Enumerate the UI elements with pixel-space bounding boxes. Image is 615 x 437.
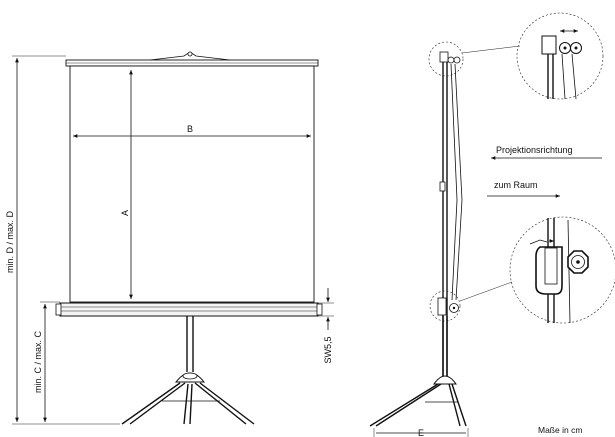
crank-detail-zoom — [509, 216, 615, 324]
dim-b-label: B — [187, 124, 193, 134]
bottom-case — [59, 302, 319, 317]
dim-c-label: min. C / max. C — [33, 331, 43, 394]
units-note: Maße in cm — [538, 425, 582, 435]
front-tripod — [121, 316, 255, 425]
dim-d-label: min. D / max. D — [5, 211, 15, 274]
to-room-label: zum Raum — [494, 180, 538, 190]
crank-detail-content — [529, 218, 589, 324]
screen-surface — [69, 65, 315, 303]
dim-a-label: A — [120, 210, 130, 216]
top-detail-marker — [428, 41, 464, 77]
side-tripod — [369, 316, 467, 427]
top-detail-zoom — [516, 12, 604, 100]
side-view: Projektionsrichtung zum Raum — [369, 12, 615, 437]
sw-label: SW5,5 — [323, 336, 333, 363]
dim-e-label: E — [418, 428, 424, 437]
crank-detail-marker — [429, 290, 461, 322]
top-detail-content — [541, 29, 582, 100]
front-view: A B min. D / max. D — [5, 51, 334, 425]
projection-direction-label: Projektionsrichtung — [496, 145, 573, 155]
